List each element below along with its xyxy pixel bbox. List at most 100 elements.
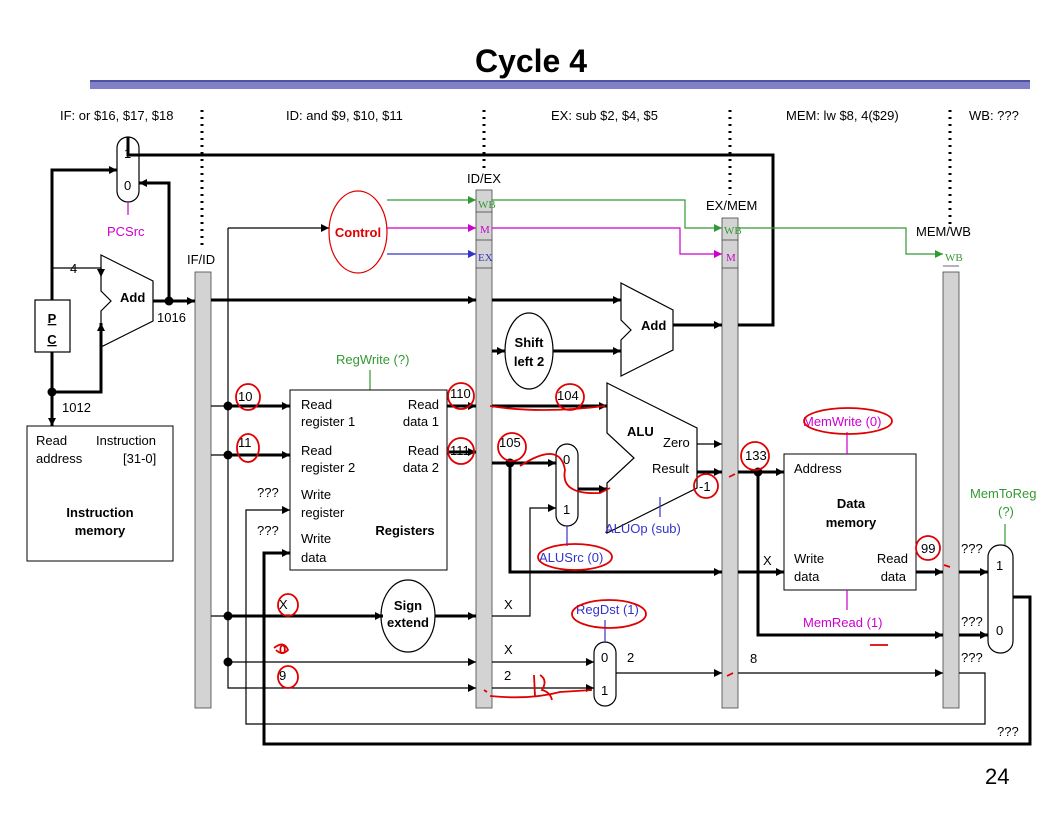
memtoreg-label-l1: MemToReg: [970, 486, 1036, 501]
control-wires: [387, 199, 943, 255]
ex-signext-value: X: [504, 597, 513, 612]
memwb-wb-field: WB: [945, 252, 963, 264]
im-title-l1: Instruction: [66, 505, 133, 520]
red-annotations: [235, 382, 951, 701]
dm-read-data-l1: Read: [877, 551, 908, 566]
regwrite-label: RegWrite (?): [336, 352, 409, 367]
pcsrc-mux-0: 0: [124, 178, 131, 193]
dm-write-data-l1: Write: [794, 551, 824, 566]
idex-m-field: M: [480, 224, 490, 236]
mem-readdata-value: 99: [921, 541, 935, 556]
alu-result: Result: [652, 461, 689, 476]
memread-label: MemRead (1): [803, 615, 882, 630]
aluop-label: ALUOp (sub): [605, 521, 681, 536]
dm-title-l1: Data: [837, 496, 866, 511]
stage-id: ID: and $9, $10, $11: [286, 108, 403, 123]
stage-mem: MEM: lw $8, 4($29): [786, 108, 899, 123]
im-instruction-l2: [31-0]: [123, 451, 156, 466]
exmem-register: [721, 217, 739, 709]
stage-if: IF: or $16, $17, $18: [60, 108, 173, 123]
shift-left-unit: [504, 312, 554, 390]
ifid-label: IF/ID: [187, 252, 215, 267]
im-read-address-l2: address: [36, 451, 83, 466]
alusrc-label: ALUSrc (0): [539, 550, 603, 565]
page-number: 24: [985, 764, 1009, 789]
slide-title: Cycle 4: [475, 43, 587, 79]
dm-write-data-l2: data: [794, 569, 820, 584]
memwrite-label: MemWrite (0): [803, 414, 881, 429]
pc-label-p: P: [48, 311, 57, 326]
pc-adder-label: Add: [120, 290, 145, 305]
title-rule: [90, 80, 1030, 89]
pc-value: 1012: [62, 400, 91, 415]
rf-write-reg-l1: Write: [301, 487, 331, 502]
arrowheads: [48, 166, 988, 692]
read-data2-value: 111: [450, 443, 470, 458]
mem-dest-value: 8: [750, 651, 757, 666]
read-data1-value: 110: [450, 386, 471, 401]
control-label: Control: [335, 225, 381, 240]
wb-aluresult-value: ???: [961, 614, 983, 629]
memtoreg-label-l2: (?): [998, 504, 1014, 519]
im-read-address-l1: Read: [36, 433, 67, 448]
branch-adder: [620, 282, 674, 377]
alusrc-mux-0: 0: [563, 452, 570, 467]
data-memory: [783, 453, 917, 591]
memtoreg-mux: [987, 544, 1014, 654]
rf-write-data-l2: data: [301, 550, 327, 565]
rf-title: Registers: [375, 523, 434, 538]
idex-label: ID/EX: [467, 171, 501, 186]
exmem-label: EX/MEM: [706, 198, 757, 213]
memtoreg-mux-1: 1: [996, 558, 1003, 573]
ifid-register: [194, 271, 212, 709]
alu: [606, 382, 698, 534]
pc-label-c: C: [47, 332, 57, 347]
idex-ex-field: EX: [478, 252, 493, 264]
alu-label: ALU: [627, 424, 654, 439]
pc-register: [34, 299, 71, 353]
idex-wb-field: WB: [478, 199, 496, 211]
idex-register: [475, 189, 493, 709]
pcsrc-label: PCSrc: [107, 224, 145, 239]
memwb-label: MEM/WB: [916, 224, 971, 239]
register-file: [289, 389, 448, 571]
control-unit: [328, 190, 388, 274]
exmem-m-field: M: [726, 252, 736, 264]
rs-value: 10: [238, 389, 252, 404]
id-signext-value: X: [279, 597, 288, 612]
wb-readdata-value: ???: [961, 541, 983, 556]
rf-read-data1-l2: data 1: [403, 414, 439, 429]
rf-write-reg-l2: register: [301, 505, 345, 520]
dm-address: Address: [794, 461, 842, 476]
id-rt-value: 0: [279, 642, 286, 657]
write-data-value: ???: [257, 523, 279, 538]
rf-read-data2-l1: Read: [408, 443, 439, 458]
regdst-label: RegDst (1): [576, 602, 639, 617]
alusrc-mux-1: 1: [563, 502, 570, 517]
rf-read-data2-l2: data 2: [403, 460, 439, 475]
rf-read-reg1-l2: register 1: [301, 414, 355, 429]
wb-dest-value: ???: [961, 650, 983, 665]
stage-dividers: [200, 110, 952, 250]
id-rd-value: 9: [279, 668, 286, 683]
rf-read-reg2-l2: register 2: [301, 460, 355, 475]
regdst-mux-0: 0: [601, 650, 608, 665]
regdst-out-value: 2: [627, 650, 634, 665]
branch-adder-label: Add: [641, 318, 666, 333]
im-title-l2: memory: [75, 523, 126, 538]
write-reg-value: ???: [257, 485, 279, 500]
stage-ex: EX: sub $2, $4, $5: [551, 108, 658, 123]
mem-writedata-value: X: [763, 553, 772, 568]
wb-bottom-value: ???: [997, 724, 1019, 739]
dm-title-l2: memory: [826, 515, 877, 530]
rf-read-reg2-l1: Read: [301, 443, 332, 458]
sign-extend-l2: extend: [387, 615, 429, 630]
exmem-wb-field: WB: [724, 225, 742, 237]
sign-extend-l1: Sign: [394, 598, 422, 613]
alu-result-value: -1: [699, 479, 711, 494]
dm-read-data-l2: data: [881, 569, 907, 584]
rf-read-reg1-l1: Read: [301, 397, 332, 412]
memwb-register: [942, 271, 960, 709]
